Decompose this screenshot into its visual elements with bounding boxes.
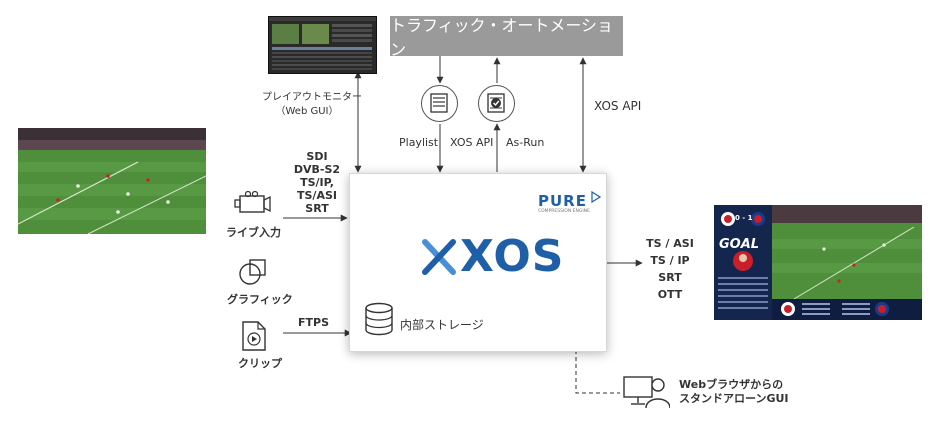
standalone-dashed-link [575, 350, 620, 394]
xos-api-right-label: XOS API [594, 99, 642, 113]
pure-brand: PURE COMPRESSION ENGINE [538, 192, 590, 214]
input-format-list: SDI DVB-S2 TS/IP, TS/ASI SRT [285, 150, 349, 215]
output-format-list: TS / ASI TS / IP SRT OTT [637, 235, 703, 303]
output-format-ott: OTT [657, 288, 683, 301]
traffic-automation-label: トラフィック・オートメーション [390, 16, 614, 59]
ftps-label: FTPS [298, 316, 330, 329]
input-format-sdi: SDI [306, 150, 328, 163]
input-format-dvbs2: DVB-S2 [293, 163, 341, 176]
output-format-srt: SRT [658, 271, 682, 284]
pure-brand-text: PURE [538, 192, 587, 210]
input-format-tsasi: TS/ASI [297, 189, 337, 202]
scoreboard-score: 0 - 1 [735, 214, 753, 222]
input-format-srt: SRT [305, 202, 329, 215]
storage-label: 内部ストレージ [400, 318, 484, 332]
input-format-tsip: TS/IP, [300, 176, 334, 189]
pure-chevron-icon [591, 188, 602, 207]
scoreboard-goal-banner: GOAL [719, 237, 760, 252]
xos-logo-text: XOS [460, 231, 565, 282]
playout-monitor-line2: （Web GUI） [275, 106, 339, 117]
standalone-gui-label: Webブラウザからの スタンドアローンGUI [679, 378, 789, 406]
playout-monitor-label: プレイアウトモニター （Web GUI） [262, 91, 362, 119]
clip-label: クリップ [238, 357, 282, 370]
camera-icon [233, 190, 271, 220]
standalone-gui-line1: Webブラウザからの [679, 378, 784, 391]
live-feed-thumbnail [18, 128, 206, 234]
as-run-label: As-Run [506, 136, 545, 149]
playlist-icon [421, 85, 458, 122]
output-format-tsip: TS / IP [650, 254, 690, 267]
standalone-gui-line2: スタンドアローンGUI [679, 392, 789, 405]
as-run-icon [478, 85, 515, 122]
clip-icon [240, 320, 268, 356]
live-input-label: ライブ入力 [226, 226, 281, 239]
graphics-label: グラフィック [227, 293, 293, 306]
output-broadcast-thumbnail: 0 - 1 GOAL [714, 205, 922, 320]
graphics-icon [237, 257, 269, 291]
playout-monitor-thumbnail [268, 16, 377, 74]
storage-icon [364, 302, 394, 340]
xos-engine-box: PURE COMPRESSION ENGINE XOS 内部ストレージ [349, 173, 607, 352]
playout-monitor-line1: プレイアウトモニター [262, 92, 362, 103]
output-format-tsasi: TS / ASI [646, 237, 694, 250]
standalone-user-icon [622, 374, 671, 414]
xos-api-mid-label: XOS API [450, 136, 494, 149]
xos-x-mark-icon [422, 238, 456, 275]
playlist-label: Playlist [399, 136, 439, 149]
traffic-automation-box: トラフィック・オートメーション [390, 16, 623, 59]
pure-brand-subtext: COMPRESSION ENGINE [538, 209, 590, 214]
xos-logo: XOS [420, 231, 564, 282]
